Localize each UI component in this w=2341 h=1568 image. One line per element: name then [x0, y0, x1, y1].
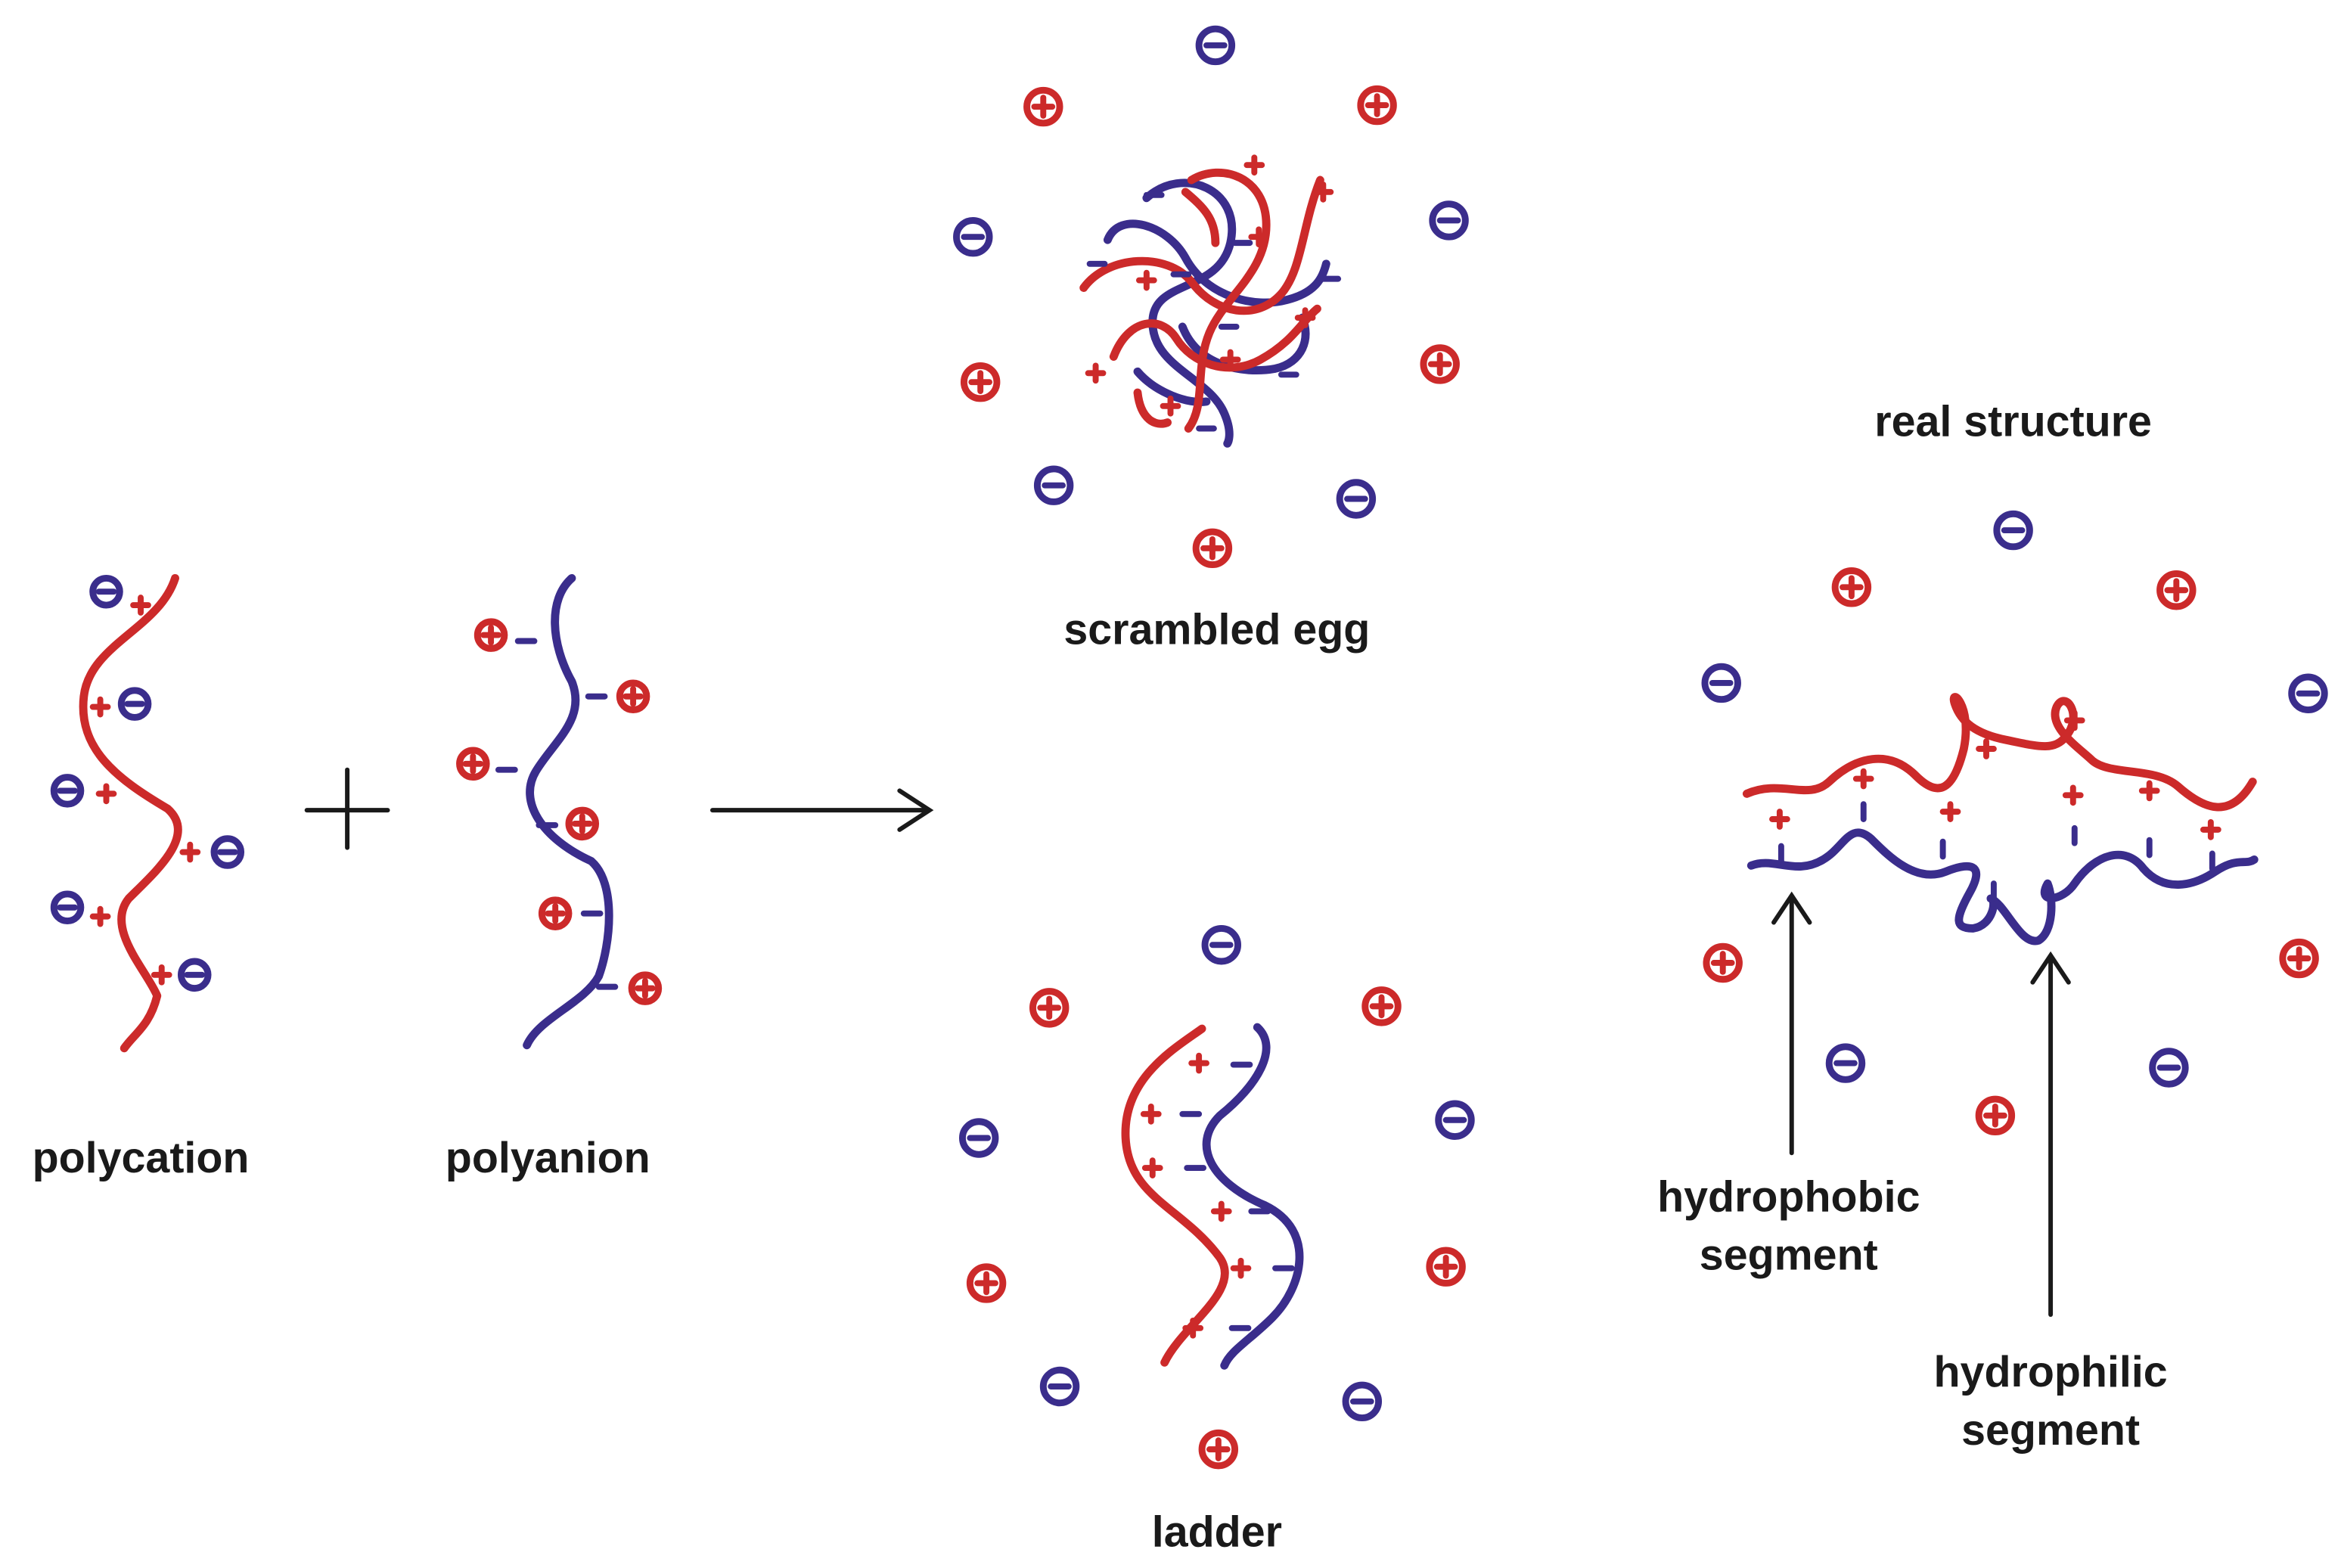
polyanion-chain [456, 573, 663, 1050]
hydrophobic-segment-label-line1: hydrophobic [1657, 1172, 1920, 1221]
reaction-arrow [709, 788, 934, 832]
ladder-label: ladder [1152, 1508, 1282, 1557]
ladder-complex [958, 925, 1475, 1470]
hydrophobic-segment-label-line2: segment [1700, 1231, 1878, 1280]
scrambled-egg-label: scrambled egg [1063, 605, 1370, 654]
polycation-chain [50, 573, 245, 1053]
hydrophilic-segment-label-line1: hydrophilic [1933, 1348, 2167, 1396]
scrambled-egg-complex [953, 25, 1469, 569]
hydrophilic-segment-label-line2: segment [1961, 1406, 2140, 1455]
plus-operator [304, 767, 390, 850]
real-structure-label: real structure [1874, 397, 2152, 446]
hydrophilic-arrow [2030, 951, 2071, 1317]
real-structure-complex [1701, 510, 2328, 1317]
hydrophobic-arrow [1771, 891, 1812, 1156]
polyanion-label: polyanion [446, 1134, 650, 1182]
polycation-label: polycation [33, 1134, 250, 1182]
